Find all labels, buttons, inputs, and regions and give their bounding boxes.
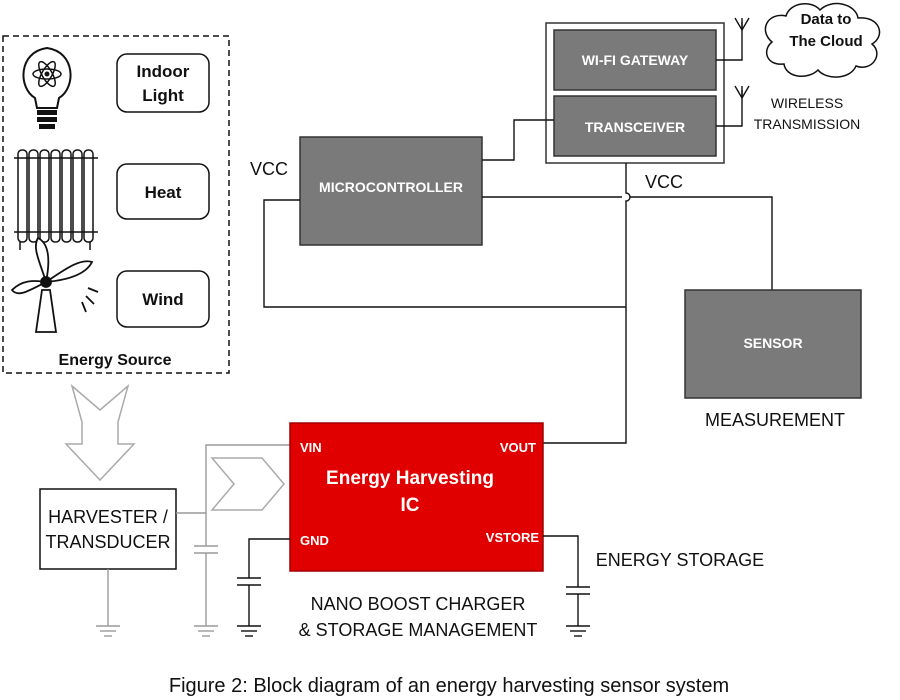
energy-source-panel [2,35,230,374]
wind-label: Wind [142,290,183,309]
cloud-label-2: The Cloud [789,33,862,50]
indoor-light-label-1: Indoor [137,62,190,81]
wind-turbine-icon [10,236,99,333]
vcc-left-label: VCC [250,159,288,179]
energy-source-title: Energy Source [59,352,172,369]
antenna-icon [716,17,750,61]
cloud-label-1: Data to [801,11,852,28]
nano-boost-label-2: & STORAGE MANAGEMENT [299,620,538,640]
mcu-to-transceiver-wire [482,119,554,161]
input-capacitor-icon [194,513,218,637]
indoor-light-box [116,53,210,113]
wireless-label-1: WIRELESS [771,95,843,111]
pin-vin-label: VIN [300,440,322,455]
heat-label: Heat [145,183,182,202]
source-to-harvester-arrow [64,383,136,482]
energy-harvesting-ic-block [289,422,544,572]
microcontroller-block [299,136,483,246]
harvester-block [39,488,177,570]
energy-storage-label: ENERGY STORAGE [596,550,764,570]
wireless-label-2: TRANSMISSION [754,116,861,132]
storage-capacitor-icon [543,535,590,637]
pin-gnd-label: GND [300,533,329,548]
ic-label-2: IC [401,495,420,516]
transceiver-block [553,95,717,157]
measurement-label: MEASUREMENT [705,410,845,430]
vcc-right-label: VCC [645,172,683,192]
vcc-bus-wire [543,163,631,444]
heat-box [116,163,210,220]
gnd-capacitor-icon [237,538,290,637]
harvester-output-wire [176,444,290,514]
harvester-label-1: HARVESTER / [48,507,168,527]
radiator-icon [14,149,98,250]
ic-label-1: Energy Harvesting [326,468,494,489]
cloud-shape [764,2,881,78]
pin-vout-label: VOUT [500,440,536,455]
figure-caption: Figure 2: Block diagram of an energy har… [169,675,729,697]
harvester-label-2: TRANSDUCER [45,532,170,552]
wifi-gateway-block [553,29,717,91]
vcc-left-wire [263,199,626,308]
wind-box [116,270,210,328]
sensor-block [684,289,862,399]
harvester-to-ic-arrow [210,457,285,511]
sensor-label: SENSOR [743,335,802,351]
transceiver-label: TRANSCEIVER [585,119,685,135]
indoor-light-label-2: Light [142,86,184,105]
nano-boost-label-1: NANO BOOST CHARGER [311,594,526,614]
harvester-ground-icon [96,569,120,637]
microcontroller-label: MICROCONTROLLER [319,179,463,195]
wifi-gateway-label: WI-FI GATEWAY [582,52,689,68]
antenna-icon [716,85,750,127]
mcu-to-sensor-wire [482,196,773,290]
pin-vstore-label: VSTORE [486,530,540,545]
light-bulb-icon [22,46,72,129]
